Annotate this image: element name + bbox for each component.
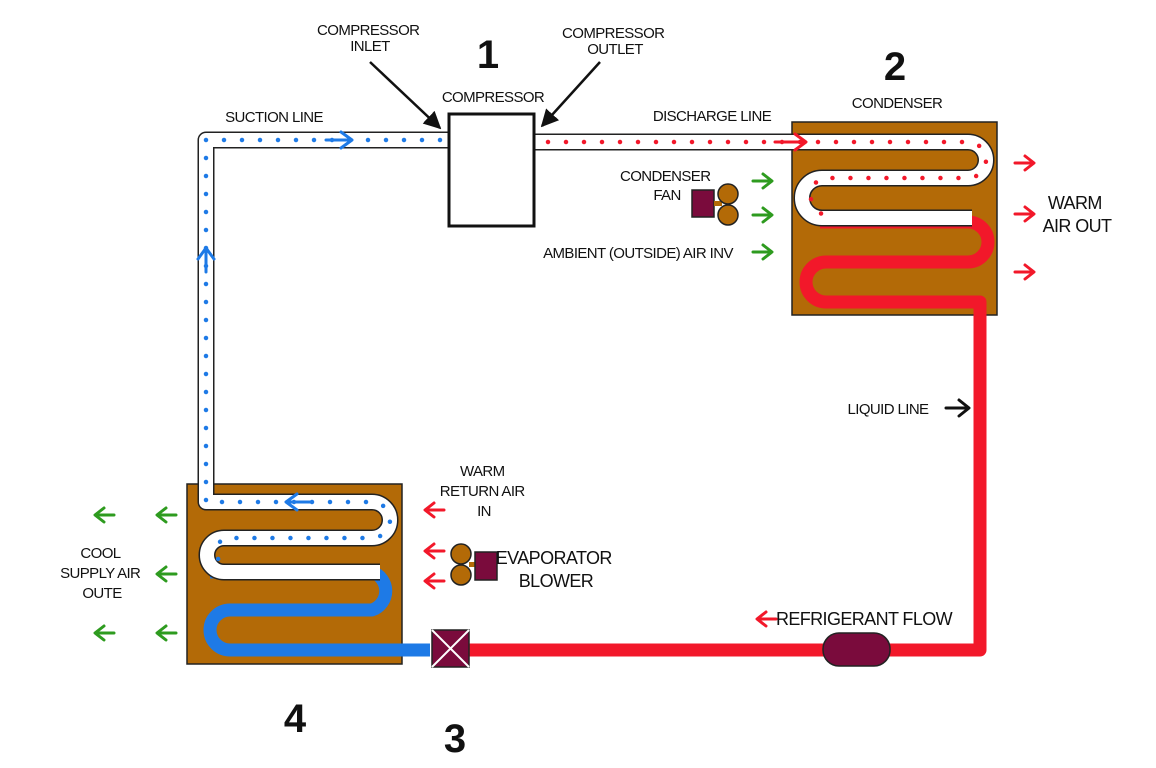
evaporator-liquid-coil [203,565,430,657]
warm-return-air-arrows [423,501,446,590]
ambient-air-label: AMBIENT (OUTSIDE) AIR INV [543,245,733,262]
compressor-box [447,112,536,228]
evaporator-blower-icon [450,543,498,586]
stage-number-3: 3 [444,717,466,761]
compressor-outlet-leader [540,61,601,128]
liquid-line-arrow [944,398,971,418]
condenser-fan-label: CONDENSER FAN [620,168,714,204]
discharge-line-label: DISCHARGE LINE [653,108,772,125]
refrigerant-flow-arrow [755,610,778,628]
stage-number-1: 1 [477,33,499,77]
compressor-outlet-label: COMPRESSOR OUTLET [562,25,668,58]
condenser-fan-icon [691,183,739,226]
compressor-inlet-leader [369,61,442,130]
filter-drier-icon [822,632,891,667]
liquid-line-label: LIQUID LINE [848,401,930,418]
cool-supply-air-label: COOL SUPPLY AIR OUTE [60,545,144,602]
stage-number-4: 4 [284,697,307,741]
warm-air-out-arrows [1013,154,1036,281]
ambient-air-arrows [751,172,774,261]
warm-air-out-label: WARM AIR OUT [1043,193,1112,236]
discharge-line-dots [545,139,989,217]
compressor-inlet-label: COMPRESSOR INLET [317,22,423,55]
compressor-label: COMPRESSOR [442,89,545,106]
warm-return-air-label: WARM RETURN AIR IN [440,463,528,520]
arrow-up-icon [196,246,216,274]
suction-line-label: SUCTION LINE [225,109,323,126]
condenser-liquid-coil [465,215,995,657]
expansion-valve-icon [431,629,470,668]
stage-number-2: 2 [884,45,906,89]
condenser-label: CONDENSER [852,95,943,112]
arrow-left-icon [284,492,314,512]
arrow-right-icon [773,132,808,152]
evaporator-blower-label: EVAPORATOR BLOWER [496,548,616,591]
arrow-right-icon [324,130,354,150]
refrigerant-flow-label: REFRIGERANT FLOW [776,609,953,629]
